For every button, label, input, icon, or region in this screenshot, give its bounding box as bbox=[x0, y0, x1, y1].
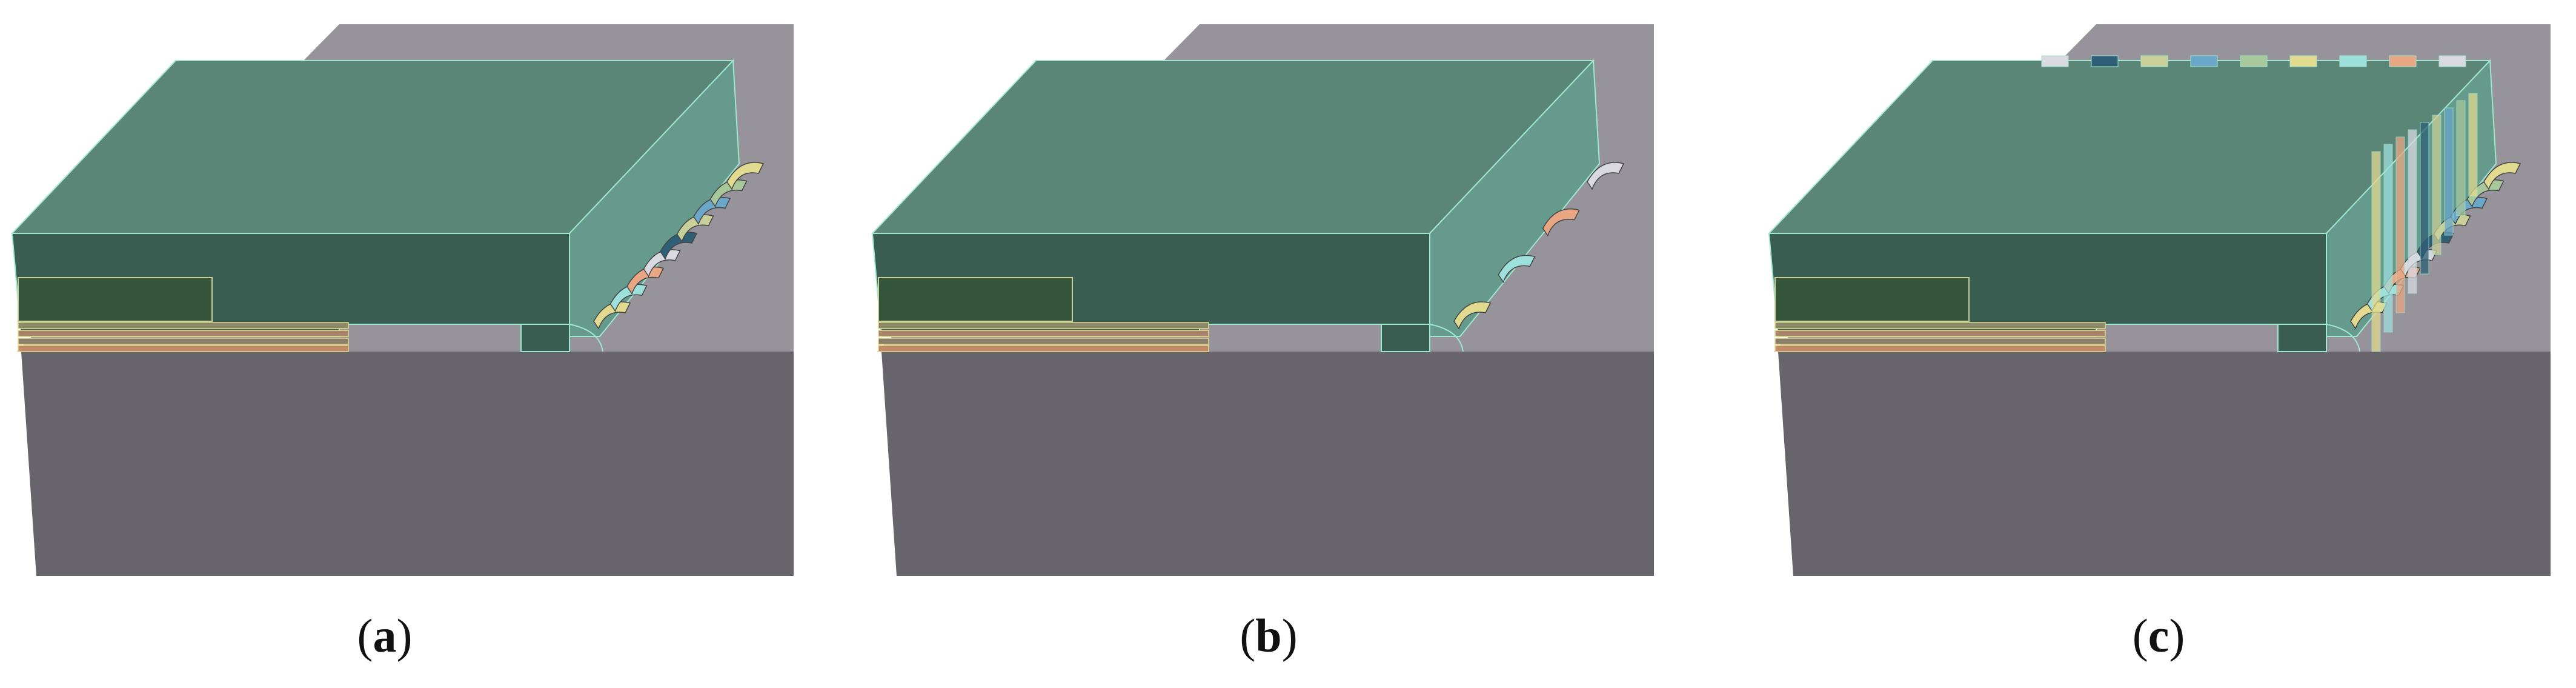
top-edge-tab bbox=[2091, 55, 2119, 67]
panel-b-diagram bbox=[871, 24, 1654, 576]
scallop-feature bbox=[626, 266, 665, 295]
stack-layer bbox=[1774, 330, 2106, 337]
trench-cut bbox=[520, 324, 570, 352]
trench-curve bbox=[1429, 324, 1464, 352]
sidewall-layer bbox=[2432, 115, 2442, 255]
sidewall-layer bbox=[2456, 100, 2466, 216]
scallop-feature bbox=[1498, 255, 1536, 283]
scallop-feature bbox=[1542, 208, 1580, 237]
panel-a-diagram bbox=[10, 24, 794, 576]
stack-layer bbox=[878, 330, 1209, 337]
stack-layer bbox=[878, 345, 1209, 352]
scallop-feature bbox=[593, 301, 631, 330]
sidewall-layer bbox=[2395, 136, 2405, 313]
scallop-feature bbox=[643, 249, 681, 278]
substrate-front-face bbox=[1778, 352, 2551, 576]
inset-region bbox=[18, 277, 213, 322]
sidewall-layer bbox=[2383, 144, 2393, 333]
top-edge-tab bbox=[2140, 55, 2168, 67]
scallop-feature bbox=[1587, 162, 1625, 190]
scallop-feature bbox=[2483, 162, 2521, 190]
trench-cut bbox=[1381, 324, 1430, 352]
scallop-feature bbox=[693, 196, 731, 225]
stack-layer bbox=[18, 345, 349, 352]
inset-region bbox=[878, 277, 1073, 322]
top-edge-tab bbox=[2190, 55, 2218, 67]
sidewall-layer bbox=[2444, 107, 2454, 236]
stack-layer bbox=[1774, 338, 2106, 345]
stack-layer bbox=[18, 322, 349, 329]
sidewall-layer bbox=[2371, 151, 2381, 352]
trench-curve bbox=[2326, 324, 2360, 352]
inset-region bbox=[1774, 277, 1970, 322]
stack-layer bbox=[878, 322, 1209, 329]
scallop-feature bbox=[660, 232, 698, 260]
stack-layer bbox=[18, 330, 349, 337]
panel-c-diagram bbox=[1767, 24, 2551, 576]
caption-c: (c) bbox=[2132, 609, 2185, 662]
trench-cut bbox=[2277, 324, 2327, 352]
top-edge-tab bbox=[2339, 55, 2367, 67]
stack-layer bbox=[1774, 322, 2106, 329]
top-edge-tab bbox=[2438, 55, 2466, 67]
top-edge-tab bbox=[2240, 55, 2268, 67]
top-edge-tab bbox=[2289, 55, 2317, 67]
caption-a: (a) bbox=[357, 609, 413, 662]
top-edge-tab bbox=[2389, 55, 2417, 67]
substrate-front-face bbox=[881, 352, 1654, 576]
stack-layer bbox=[18, 338, 349, 345]
scallop-feature bbox=[726, 162, 765, 190]
scallop-feature bbox=[1453, 301, 1492, 330]
top-edge-tab bbox=[2041, 55, 2069, 67]
trench-curve bbox=[569, 324, 603, 352]
scallop-feature bbox=[709, 179, 748, 208]
scallop-feature bbox=[676, 214, 714, 242]
substrate-front-face bbox=[21, 352, 794, 576]
sidewall-layer bbox=[2408, 129, 2417, 294]
stack-layer bbox=[878, 338, 1209, 345]
sidewall-layer bbox=[2468, 93, 2478, 197]
stack-layer bbox=[1774, 345, 2106, 352]
scallop-feature bbox=[609, 284, 648, 312]
caption-b: (b) bbox=[1240, 609, 1298, 662]
sidewall-layer bbox=[2420, 122, 2429, 275]
scallop-feature bbox=[2433, 214, 2471, 242]
